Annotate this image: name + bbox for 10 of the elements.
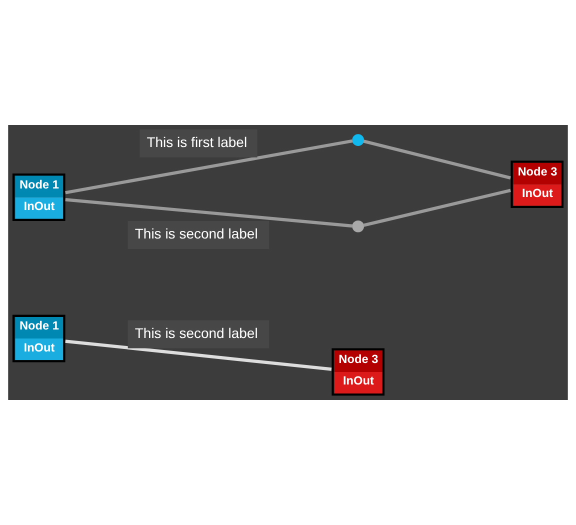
connector (65, 198, 353, 228)
edge-label: This is first label (146, 134, 248, 150)
connector (363, 140, 511, 180)
node-circle (352, 134, 364, 146)
edge-label: This is second label (134, 324, 258, 341)
connector (65, 340, 332, 371)
edge-label: This is second label (134, 226, 258, 242)
connector (65, 139, 353, 194)
connector (363, 188, 511, 227)
node-circle (352, 220, 364, 232)
